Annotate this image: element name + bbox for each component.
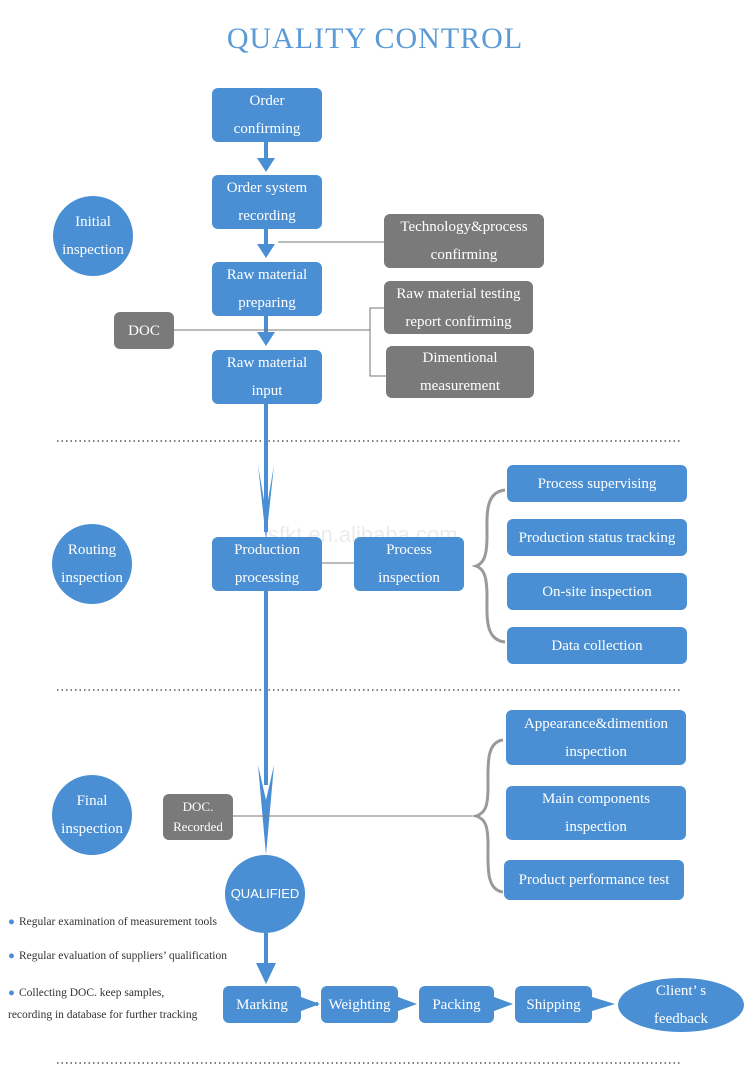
- step-raw-material-preparing: Raw material preparing: [212, 262, 322, 316]
- process-inspection: Process inspection: [354, 537, 464, 591]
- dimentional-measurement: Dimentional measurement: [386, 346, 534, 398]
- step-packing: Packing: [419, 986, 494, 1023]
- final-item-appearance-dimention: Appearance&dimention inspection: [506, 710, 686, 765]
- step-shipping: Shipping: [515, 986, 592, 1023]
- step-marking: Marking: [223, 986, 301, 1023]
- stage-final-inspection: Final inspection: [52, 775, 132, 855]
- page-title: QUALITY CONTROL: [226, 22, 524, 55]
- stage-routing-inspection: Routing inspection: [52, 524, 132, 604]
- brace-final: [470, 738, 504, 894]
- bullet-icon: ●: [8, 950, 15, 962]
- step-production-processing: Production processing: [212, 537, 322, 591]
- routing-item-production-status-tracking: Production status tracking: [507, 519, 687, 556]
- stage-initial-inspection: Initial inspection: [53, 196, 133, 276]
- doc-recorded-box: DOC. Recorded: [163, 794, 233, 840]
- routing-item-process-supervising: Process supervising: [507, 465, 687, 502]
- routing-item-data-collection: Data collection: [507, 627, 687, 664]
- bullet-icon: ●: [8, 916, 15, 928]
- step-order-system-recording: Order system recording: [212, 175, 322, 229]
- step-order-confirming: Order confirming: [212, 88, 322, 142]
- brace-routing: [471, 488, 506, 644]
- arrowhead-routing: [258, 465, 274, 540]
- technology-process-confirming: Technology&process confirming: [384, 214, 544, 268]
- client-feedback: Client’ s feedback: [618, 978, 744, 1032]
- arrowhead-final: [258, 765, 274, 855]
- final-item-product-performance-test: Product performance test: [504, 860, 684, 900]
- doc-box: DOC: [114, 312, 174, 349]
- step-weighting: Weighting: [321, 986, 398, 1023]
- step-raw-material-input: Raw material input: [212, 350, 322, 404]
- note-measurement-tools: ●Regular examination of measurement tool…: [8, 916, 217, 928]
- raw-material-testing-report: Raw material testing report confirming: [384, 281, 533, 334]
- routing-item-on-site-inspection: On-site inspection: [507, 573, 687, 610]
- note-collecting-doc: ●Collecting DOC. keep samples, recording…: [8, 987, 198, 1021]
- bullet-icon: ●: [8, 987, 15, 999]
- final-item-main-components: Main components inspection: [506, 786, 686, 840]
- step-qualified: QUALIFIED: [225, 855, 305, 933]
- note-supplier-qualification: ●Regular evaluation of suppliers’ qualif…: [8, 950, 227, 962]
